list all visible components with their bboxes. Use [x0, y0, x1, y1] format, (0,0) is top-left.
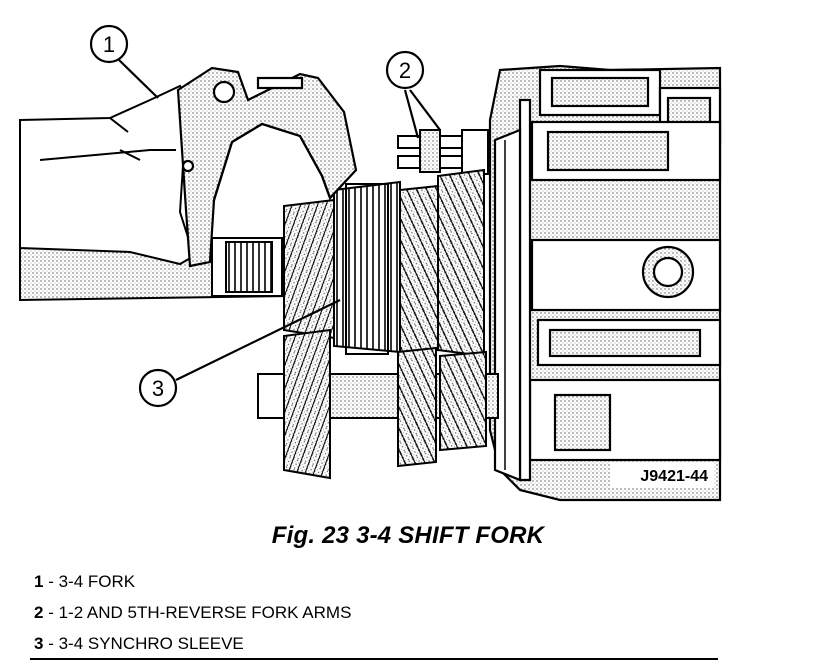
legend: 1 - 3-4 FORK 2 - 1-2 AND 5TH-REVERSE FOR…: [34, 566, 351, 659]
svg-text:1: 1: [103, 32, 115, 57]
shift-fork-illustration: 1 2 3 J9421-44: [19, 24, 722, 502]
fork-arms: [397, 129, 489, 175]
image-code: J9421-44: [640, 468, 708, 485]
main-shaft: [19, 237, 291, 302]
callout-3: 3: [138, 299, 341, 408]
legend-text: - 3-4 FORK: [43, 572, 136, 591]
svg-text:3: 3: [152, 376, 164, 401]
legend-number: 2: [34, 603, 44, 622]
legend-text: - 1-2 AND 5TH-REVERSE FORK ARMS: [43, 603, 352, 622]
legend-item: 1 - 3-4 FORK: [34, 566, 351, 597]
callout-2: 2: [385, 50, 441, 139]
shift-fork: [176, 66, 358, 268]
svg-text:2: 2: [399, 58, 411, 83]
transmission-case: [488, 64, 722, 502]
legend-item: 2 - 1-2 AND 5TH-REVERSE FORK ARMS: [34, 597, 351, 628]
legend-text: - 3-4 SYNCHRO SLEEVE: [43, 634, 244, 653]
legend-number: 1: [34, 572, 44, 591]
hand-holding-fork: [19, 84, 196, 266]
callout-1: 1: [89, 24, 159, 99]
legend-item: 3 - 3-4 SYNCHRO SLEEVE: [34, 628, 351, 659]
lower-gears: [283, 328, 487, 480]
figure-caption: Fig. 23 3-4 SHIFT FORK: [271, 522, 545, 549]
legend-number: 3: [34, 634, 44, 653]
bottom-rule: [30, 658, 718, 660]
upper-gears: [283, 168, 485, 358]
